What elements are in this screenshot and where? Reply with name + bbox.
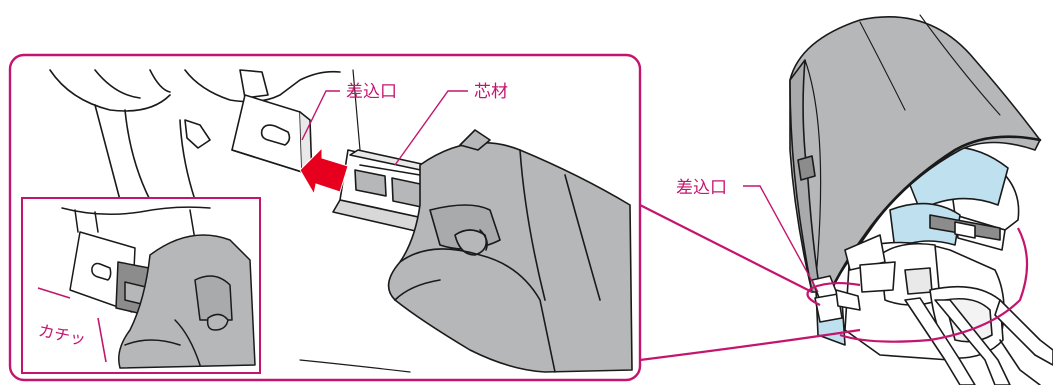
- insert-arrow: [299, 146, 349, 196]
- inlet-label: 差込口: [346, 82, 397, 102]
- inlet-callout: [301, 90, 340, 141]
- detail-connector: [639, 204, 1029, 362]
- core-callout: [394, 90, 468, 166]
- inset-illustration: [61, 206, 256, 369]
- stroller-illustration: [789, 14, 1053, 385]
- core-material-label: 芯材: [474, 82, 508, 102]
- inlet-label-right: 差込口: [676, 178, 727, 198]
- click-marks: [37, 287, 107, 363]
- inlet-pointer-right: [743, 185, 819, 293]
